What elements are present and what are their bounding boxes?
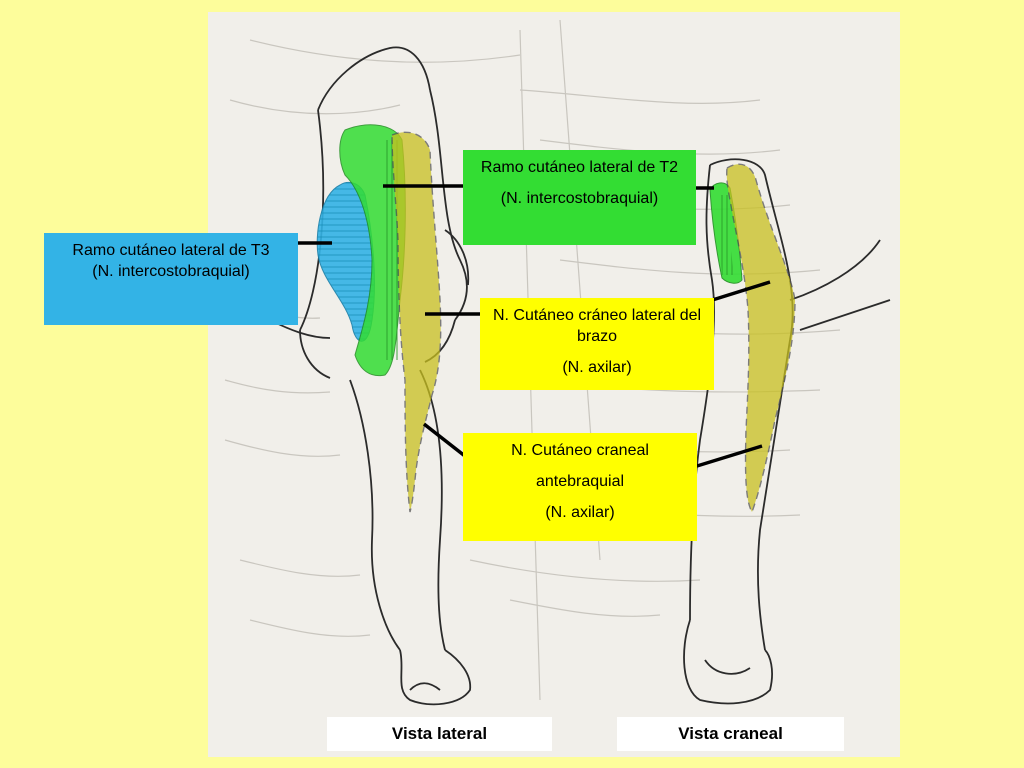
label-axilar-forearm-line3: (N. axilar) — [545, 504, 615, 521]
label-axilar-forearm-nerve: N. Cutáneo craneal antebraquial (N. axil… — [463, 433, 697, 541]
label-axilar-forearm-line1: N. Cutáneo craneal — [511, 442, 649, 459]
axilar-arm-region — [391, 131, 442, 513]
lateral-limb-outline — [269, 46, 472, 706]
label-t3-line2: (N. intercostobraquial) — [92, 263, 250, 280]
caption-lateral-view: Vista lateral — [327, 717, 552, 751]
label-t3-lateral-cutaneous-branch: Ramo cutáneo lateral de T3 (N. intercost… — [44, 233, 298, 325]
label-t3-line1: Ramo cutáneo lateral de T3 — [72, 242, 270, 259]
leader-axilar-arm-craneal — [705, 280, 771, 304]
label-t2-lateral-cutaneous-branch: Ramo cutáneo lateral de T2 (N. intercost… — [463, 150, 696, 245]
lateral-dermatome-regions — [316, 124, 442, 513]
t3-region-hatch — [317, 182, 375, 342]
label-axilar-arm-line1: N. Cutáneo cráneo lateral del brazo — [492, 307, 702, 345]
leader-lines — [287, 184, 771, 468]
leader-axilar-forearm-lateral — [422, 422, 472, 462]
label-axilar-arm-line2: (N. axilar) — [562, 359, 632, 376]
label-axilar-arm-nerve: N. Cutáneo cráneo lateral del brazo (N. … — [480, 298, 714, 390]
craneal-axilar-region — [726, 163, 796, 514]
label-axilar-forearm-line2: antebraquial — [535, 473, 625, 490]
craneal-dermatome-regions — [709, 163, 796, 514]
label-t2-line1: Ramo cutáneo lateral de T2 — [480, 159, 679, 176]
leader-axilar-forearm-craneal — [696, 444, 763, 468]
label-t2-line2: (N. intercostobraquial) — [500, 190, 659, 207]
craneal-t2-hatch — [718, 195, 733, 275]
caption-craneal-view: Vista craneal — [617, 717, 844, 751]
